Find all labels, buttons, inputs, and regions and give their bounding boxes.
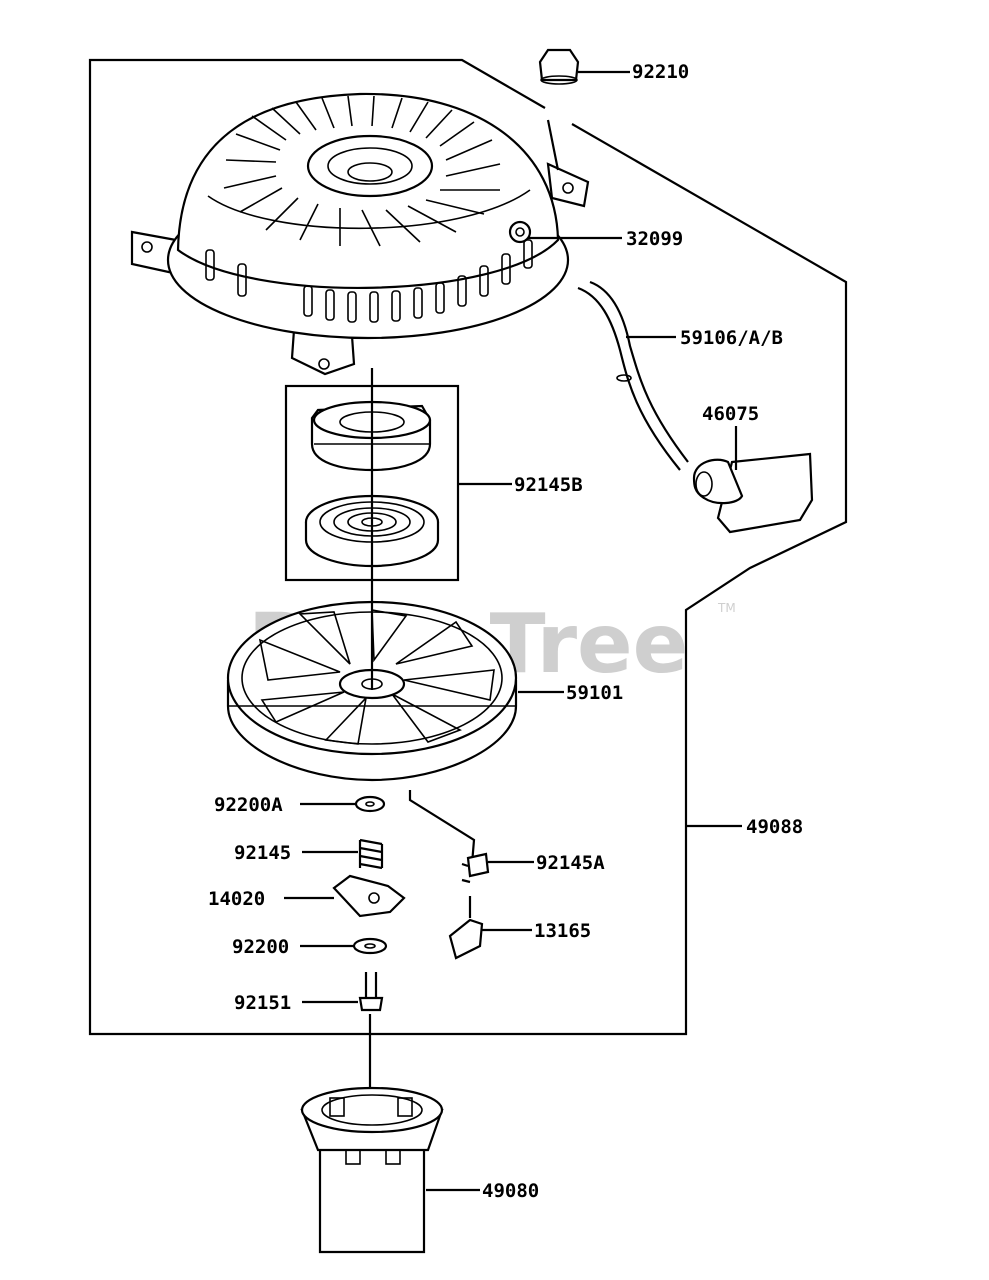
label-59101: 59101 bbox=[566, 682, 623, 704]
label-46075: 46075 bbox=[702, 403, 759, 425]
washer bbox=[352, 937, 388, 955]
label-13165: 13165 bbox=[534, 920, 591, 942]
label-92145: 92145 bbox=[234, 842, 291, 864]
pawl-spring bbox=[408, 790, 490, 918]
bolt bbox=[358, 972, 384, 1012]
label-92210: 92210 bbox=[632, 61, 689, 83]
starter-cover bbox=[130, 92, 590, 376]
drive-cup bbox=[300, 1014, 444, 1254]
label-14020: 14020 bbox=[208, 888, 265, 910]
pawl bbox=[448, 918, 484, 960]
label-92145B: 92145B bbox=[514, 474, 583, 496]
leader-lines bbox=[284, 70, 742, 1192]
label-49080: 49080 bbox=[482, 1180, 539, 1202]
starter-handle bbox=[692, 452, 814, 534]
ratchet bbox=[332, 874, 406, 918]
label-59106: 59106/A/B bbox=[680, 327, 783, 349]
cap-nut bbox=[538, 48, 580, 85]
label-92200: 92200 bbox=[232, 936, 289, 958]
label-49088: 49088 bbox=[746, 816, 803, 838]
assembly-boundary bbox=[88, 58, 848, 1036]
label-32099: 32099 bbox=[626, 228, 683, 250]
label-92200A: 92200A bbox=[214, 794, 283, 816]
starter-rope bbox=[577, 280, 689, 471]
spring-small bbox=[358, 838, 384, 870]
watermark-trademark: TM bbox=[717, 601, 736, 615]
label-92145A: 92145A bbox=[536, 852, 605, 874]
label-92151: 92151 bbox=[234, 992, 291, 1014]
washer-a bbox=[354, 795, 386, 813]
